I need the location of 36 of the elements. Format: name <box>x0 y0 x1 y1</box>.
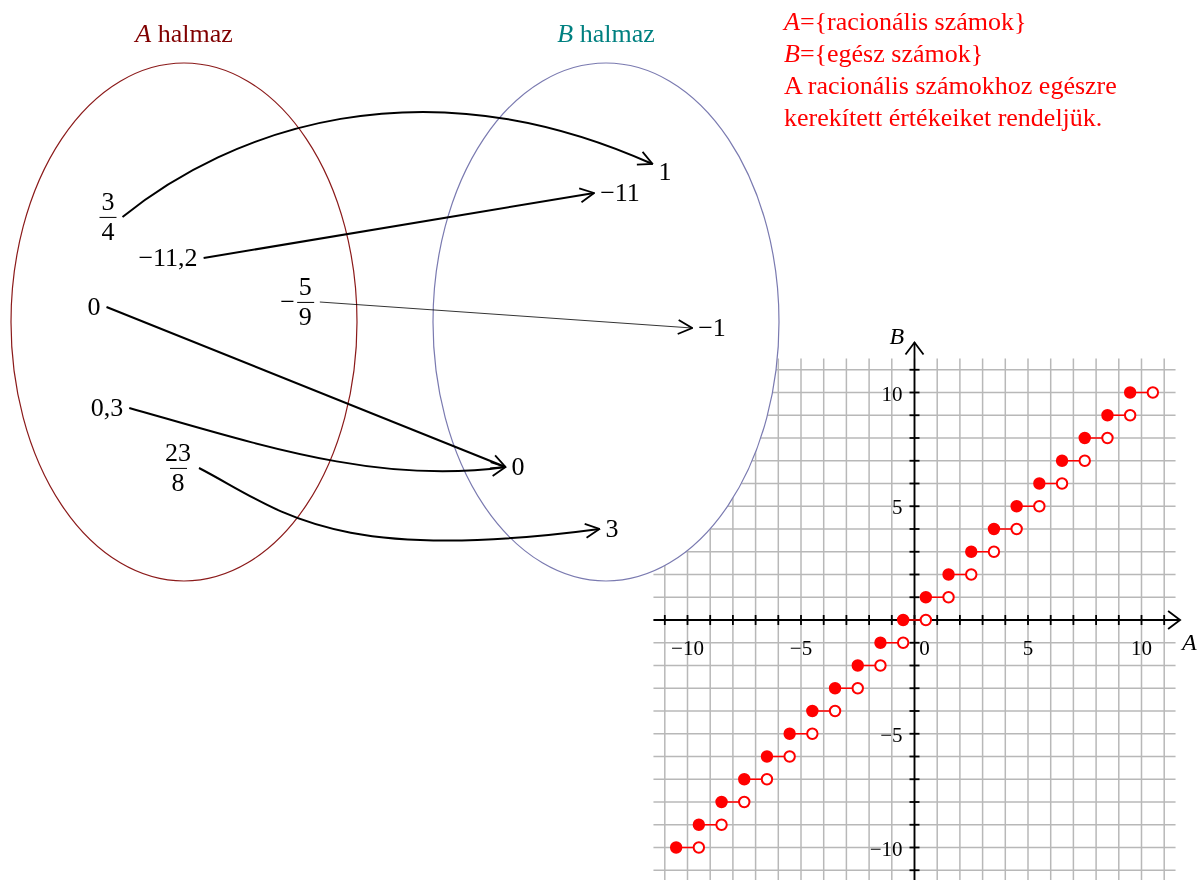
number-label: 0 <box>511 451 525 481</box>
tick-label: 0 <box>919 636 930 660</box>
minus-sign: − <box>280 287 295 317</box>
denominator: 8 <box>169 467 187 498</box>
note-text: A racionális számokhoz egészre kerekített értékeiket rendeljük. <box>784 70 1118 134</box>
tick-label: −5 <box>880 722 903 747</box>
arrow <box>105 306 507 470</box>
arrow <box>198 467 601 542</box>
tick-label: −5 <box>789 636 813 660</box>
tick-label: 10 <box>881 381 903 406</box>
tick-label: −10 <box>671 636 704 660</box>
axis-label: B <box>889 323 905 350</box>
note-text: B={egész számok} <box>784 38 985 70</box>
tick-label: 5 <box>892 495 903 520</box>
number-label: −1 <box>698 312 726 342</box>
number-label: 3 <box>605 513 619 543</box>
set-title: B halmaz <box>557 18 655 50</box>
arrow <box>128 407 507 477</box>
set-title: A halmaz <box>135 18 233 50</box>
number-label: −11 <box>600 177 640 207</box>
arrow <box>121 111 654 218</box>
tick-label: 10 <box>1131 636 1152 660</box>
note-text: A={racionális számok} <box>784 6 1028 38</box>
axis-label: A <box>1182 629 1197 655</box>
tick-label: −10 <box>869 836 903 861</box>
numerator: 5 <box>297 272 313 302</box>
number-label: 1 <box>658 156 672 186</box>
arrow <box>202 187 596 259</box>
number-label: 0,3 <box>90 392 124 422</box>
denominator: 4 <box>99 216 117 247</box>
numerator: 23 <box>164 438 192 468</box>
numerator: 3 <box>100 187 116 217</box>
number-label: 0 <box>87 291 101 321</box>
tick-label: 5 <box>1022 636 1034 660</box>
number-label: −11,2 <box>138 242 198 272</box>
denominator: 9 <box>296 301 314 332</box>
